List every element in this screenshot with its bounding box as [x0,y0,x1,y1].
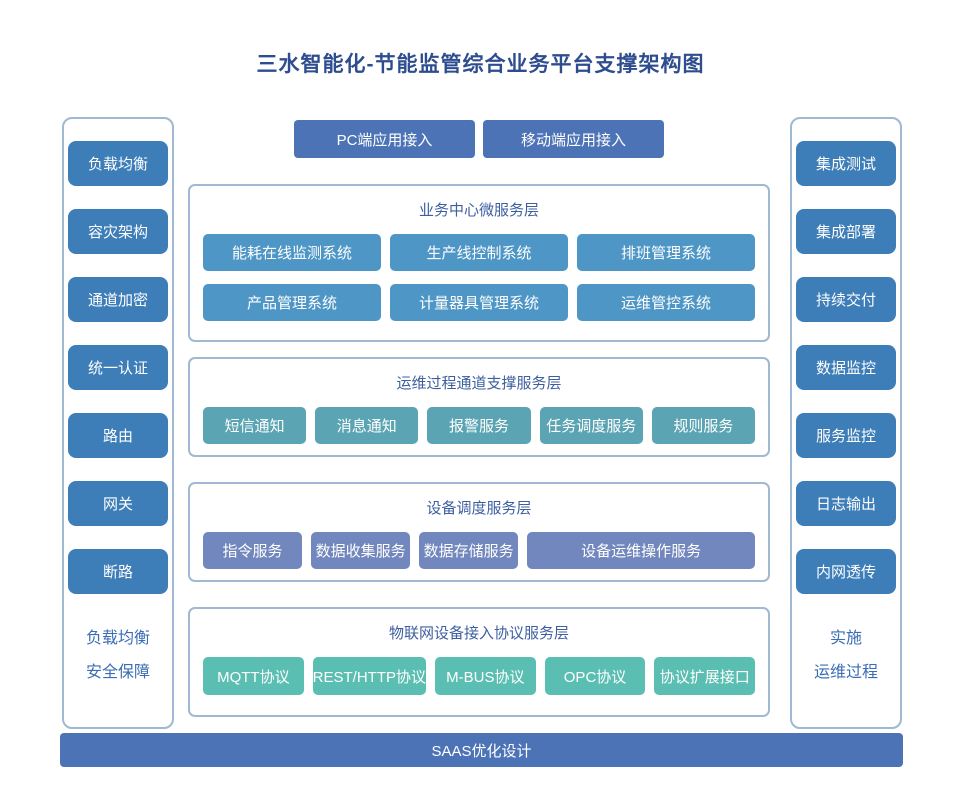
protocol-box: OPC协议 [544,657,646,695]
saas-optimization-bar: SAAS优化设计 [60,733,903,767]
service-box: 运维管控系统 [577,284,755,321]
service-box: 数据存储服务 [419,532,519,569]
left-panel-footer: 负载均衡安全保障 [86,624,150,682]
right-panel-footer: 实施运维过程 [814,624,878,682]
right-panel-footer-line: 运维过程 [813,664,878,681]
left-panel-boxes: 负载均衡容灾架构通道加密统一认证路由网关断路 [68,141,168,594]
access-button: PC端应用接入 [294,120,475,158]
service-box: 产品管理系统 [203,284,381,321]
service-box: 生产线控制系统 [390,234,568,271]
service-box: 能耗在线监测系统 [203,234,381,271]
layer-box-row: 短信通知消息通知报警服务任务调度服务规则服务 [203,407,756,444]
protocol-box: MQTT协议 [203,657,304,695]
right-panel-box: 内网透传 [796,549,896,594]
protocol-box: REST/HTTP协议 [312,657,427,695]
service-box: 报警服务 [427,407,531,444]
layer-box-row: 能耗在线监测系统生产线控制系统排班管理系统 [203,234,755,271]
left-panel-box: 断路 [68,549,168,594]
left-panel-box: 统一认证 [68,345,168,390]
layer-title: 运维过程通道支撑服务层 [396,375,562,392]
right-panel: 集成测试集成部署持续交付数据监控服务监控日志输出内网透传 实施运维过程 [790,117,902,729]
service-box: 消息通知 [315,407,419,444]
layer-title: 业务中心微服务层 [418,202,539,219]
layer-device-scheduling: 设备调度服务层 指令服务数据收集服务数据存储服务设备运维操作服务 [188,482,770,582]
service-box: 规则服务 [651,407,756,444]
protocol-box: M-BUS协议 [435,657,536,695]
layer-business-microservices: 业务中心微服务层 能耗在线监测系统生产线控制系统排班管理系统 产品管理系统计量器… [188,184,770,342]
protocol-box: 协议扩展接口 [654,657,756,695]
layer-ops-channel-support: 运维过程通道支撑服务层 短信通知消息通知报警服务任务调度服务规则服务 [188,357,770,457]
left-panel-footer-line: 安全保障 [85,664,150,681]
layer-title: 设备调度服务层 [426,500,532,517]
service-box: 数据收集服务 [311,532,411,569]
right-panel-box: 日志输出 [796,481,896,526]
left-panel-box: 网关 [68,481,168,526]
left-panel: 负载均衡容灾架构通道加密统一认证路由网关断路 负载均衡安全保障 [62,117,174,729]
right-panel-box: 集成测试 [796,141,896,186]
service-box: 计量器具管理系统 [390,284,568,321]
right-panel-box: 服务监控 [796,413,896,458]
layer-title: 物联网设备接入协议服务层 [388,625,569,642]
service-box: 指令服务 [203,532,303,569]
service-box: 短信通知 [203,407,307,444]
right-panel-box: 数据监控 [796,345,896,390]
service-box: 任务调度服务 [539,407,643,444]
right-panel-box: 持续交付 [796,277,896,322]
left-panel-footer-line: 负载均衡 [85,630,150,647]
left-panel-box: 容灾架构 [68,209,168,254]
right-panel-footer-line: 实施 [829,630,862,647]
service-box: 排班管理系统 [577,234,755,271]
left-panel-box: 通道加密 [68,277,168,322]
right-panel-box: 集成部署 [796,209,896,254]
service-box: 设备运维操作服务 [527,532,756,569]
layer-box-row: 指令服务数据收集服务数据存储服务设备运维操作服务 [203,532,756,569]
right-panel-boxes: 集成测试集成部署持续交付数据监控服务监控日志输出内网透传 [796,141,896,594]
left-panel-box: 路由 [68,413,168,458]
page-title: 三水智能化-节能监管综合业务平台支撑架构图 [256,53,705,76]
layer-box-row: 产品管理系统计量器具管理系统运维管控系统 [203,284,755,321]
left-panel-box: 负载均衡 [68,141,168,186]
access-button: 移动端应用接入 [483,120,664,158]
access-buttons-row: PC端应用接入移动端应用接入 [188,120,770,158]
